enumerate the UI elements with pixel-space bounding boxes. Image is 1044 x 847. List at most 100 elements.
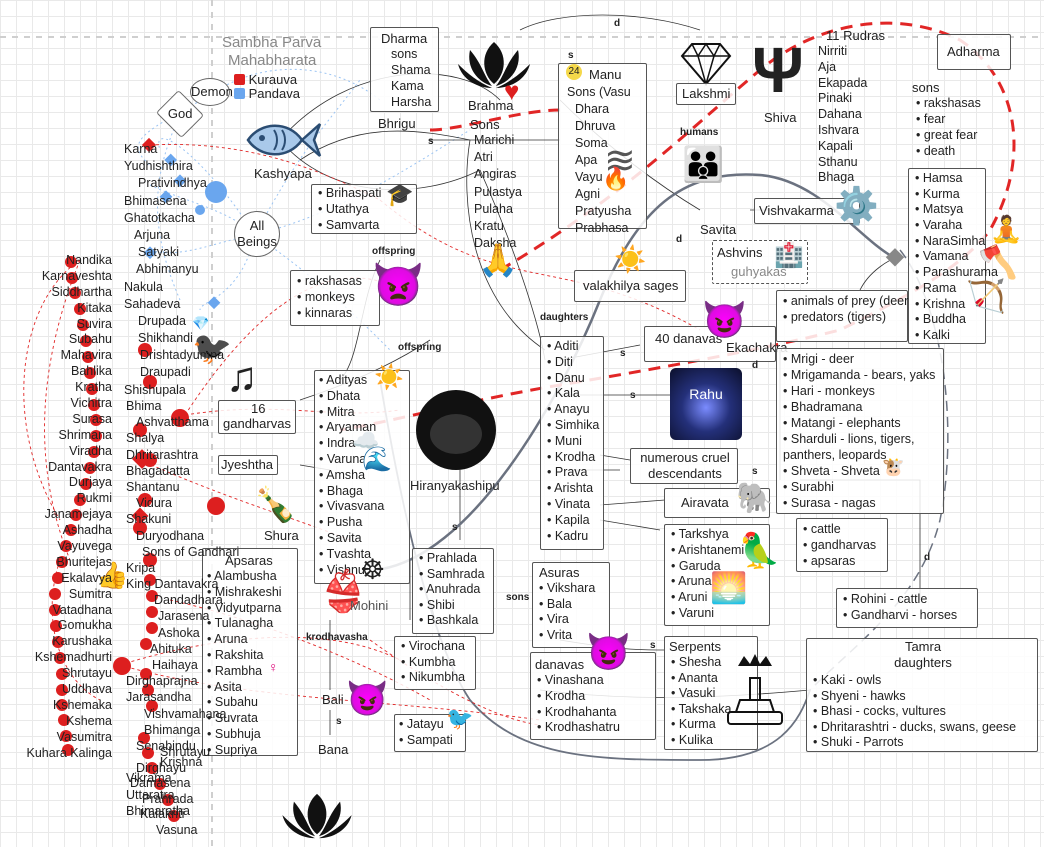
kuru-item[interactable]: Duryodhana [136,528,205,543]
king-item[interactable]: Surasa [72,411,112,426]
all-beings-hub[interactable]: All Beings [234,211,280,257]
kuru-item[interactable]: Ashoka [158,625,200,640]
king-item[interactable]: Bahlika [71,364,112,379]
pandava-item[interactable]: Arjuna [134,227,171,242]
mrigi-box[interactable]: • Mrigi - deer • Mrigamanda - bears, yak… [776,348,944,514]
pandava-item[interactable]: Prativindhya [138,176,207,191]
king-item[interactable]: Shrutayu [61,666,112,681]
king-item[interactable]: Nandika [66,253,112,267]
kuru-item[interactable]: Dirghaprajna [126,674,198,689]
kuru-item[interactable]: Sons of Gandhari [142,544,240,559]
cruel-box[interactable]: numerous cruel descendants [630,448,738,484]
avatars-box[interactable]: • Hamsa • Kurma • Matsya • Varaha • Nara… [908,168,998,344]
king-item[interactable]: Subahu [68,332,112,347]
king-item[interactable]: Karnaveshta [41,268,112,283]
pandava-item[interactable]: Sahadeva [124,296,181,311]
pandava-item[interactable]: Abhimanyu [136,262,199,277]
kuru-item[interactable]: Jarasena [158,609,210,624]
vishvakarma-box[interactable]: Vishvakarma [754,198,860,224]
south-item[interactable]: Dirghayu [136,760,187,775]
kuru-item[interactable]: King Dantavakra [126,577,219,592]
king-item[interactable]: Dantavakra [48,459,112,474]
tarkshya-box[interactable]: • Tarkshya • Arishtanemi • Garuda • Arun… [664,524,770,626]
kuru-item[interactable]: Bhimanga [144,722,201,737]
daksha-daughters-box[interactable]: • Aditi • Diti • Danu • Kala • Anayu • S… [540,336,604,550]
rahu-tile[interactable]: Rahu [670,368,742,440]
king-item[interactable]: Ashadha [62,523,112,538]
king-item[interactable]: Kuhara Kalinga [26,745,112,760]
king-item[interactable]: Viradha [69,443,112,458]
pandava-item[interactable]: Yudhishthira [124,159,193,174]
kuru-item[interactable]: Shakuni [126,512,172,527]
kuru-item[interactable]: Ahituka [150,641,192,656]
valakhilya-box[interactable]: valakhilya sages [574,270,686,302]
king-item[interactable]: Ekalavya [61,570,112,585]
king-item[interactable]: Rukmi [76,491,112,506]
kuru-item[interactable]: Kripa [126,560,156,575]
danavas-40-box[interactable]: 40 danavas [644,326,776,362]
king-item[interactable]: Uddhava [61,682,112,697]
pandava-item[interactable]: Drishtadyumna [140,348,225,363]
kuru-item[interactable]: Shantanu [126,479,180,494]
king-item[interactable]: Kratha [75,380,112,395]
kuru-item[interactable]: Senabindu [136,738,196,753]
king-item[interactable]: Suvira [76,316,112,331]
kuru-item[interactable]: Dhritarashtra [126,447,199,462]
apsaras-box[interactable]: Apsaras • Alambusha • Mishrakeshi • Vidy… [202,548,298,757]
south-item[interactable]: Damasena [130,776,191,790]
rohini-box[interactable]: • Rohini - cattle • Gandharvi - horses [836,588,978,628]
manu-box[interactable]: Manu Sons (Vasu Dhara Dhruva Soma Apa Va… [558,63,647,235]
king-item[interactable]: Vatadhana [52,602,112,617]
king-item[interactable]: Vichitra [70,396,112,411]
king-item[interactable]: Gomukha [57,618,112,633]
lakshmi-box[interactable]: Lakshmi [676,83,736,105]
pandava-item[interactable]: Satyaki [138,245,179,260]
king-item[interactable]: Sumitra [68,586,112,601]
kuru-item[interactable]: Vikrama [126,771,172,786]
pandava-item[interactable]: Drupada [138,313,186,328]
king-item[interactable]: Kshemadhurti [34,650,112,665]
king-item[interactable]: Kshemaka [52,697,112,712]
dharma-box[interactable]: Dharma sons Shama Kama Harsha [370,27,439,112]
king-item[interactable]: Karushaka [52,634,112,649]
asuras-box[interactable]: Asuras • Viksharа • Bala • Vira • Vrita [532,562,610,648]
king-item[interactable]: Siddhartha [51,284,112,299]
kuru-item[interactable]: Bhimaratha [126,803,190,818]
king-item[interactable]: Durjaya [68,475,112,490]
virochana-box[interactable]: • Virochana • Kumbha • Nikumbha [394,636,476,690]
kuru-item[interactable]: Ashvatthama [136,415,209,430]
kuru-item[interactable]: Vidura [136,496,172,511]
animals-box[interactable]: • animals of prey (deer • predators (tig… [776,290,908,342]
tamra-box[interactable]: Tamra daughters • Kaki - owls • Shyeni -… [806,638,1038,752]
kuru-item[interactable]: Shalya [126,431,165,446]
jatayu-box[interactable]: • Jatayu • Sampati [394,714,466,752]
pandava-item[interactable]: Shikhandi [138,331,193,346]
king-item[interactable]: Vasumitra [56,729,112,744]
kuru-item[interactable]: Haihaya [152,658,198,672]
king-item[interactable]: Bhuritejas [56,554,112,569]
pandava-item[interactable]: Nakula [124,279,163,294]
brihaspati-box[interactable]: • Brihaspati • Utathya • Samvarta [311,184,417,234]
king-item[interactable]: Janamejaya [44,507,112,522]
kuru-item[interactable]: Bhagadatta [126,463,190,478]
kuru-item[interactable]: Dandadhara [154,593,223,608]
adharma-box[interactable]: Adharma [937,34,1011,70]
pandava-item[interactable]: Shishupala [124,382,186,397]
ashvins-box[interactable]: Ashvins guhyakas [712,240,808,284]
south-item[interactable]: Vasuna [156,822,198,837]
pandava-item[interactable]: Bhimasena [124,193,187,208]
airavata-box[interactable]: Airavata [664,488,770,518]
kuru-item[interactable]: Bhima [126,399,162,413]
king-item[interactable]: Vayuvega [57,539,112,554]
king-item[interactable]: Kshema [66,713,112,728]
adityas-box[interactable]: • Adityas • Dhata • Mitra • Aryaman • In… [314,370,410,584]
pandava-item[interactable]: Karna [124,142,158,156]
kuru-item[interactable]: Jarasandha [126,690,192,705]
demon-hub[interactable]: Demon [190,78,233,106]
pandava-item[interactable]: Ghatotkacha [124,210,195,225]
king-item[interactable]: Mahavira [60,348,112,363]
south-item[interactable]: Kalakriti [140,807,185,821]
south-item[interactable]: Shrutayu [160,745,211,759]
kuru-item[interactable]: Krishna [160,755,203,770]
serpents-box[interactable]: Serpents • Shesha • Ananta • Vasuki • Ta… [664,636,758,750]
